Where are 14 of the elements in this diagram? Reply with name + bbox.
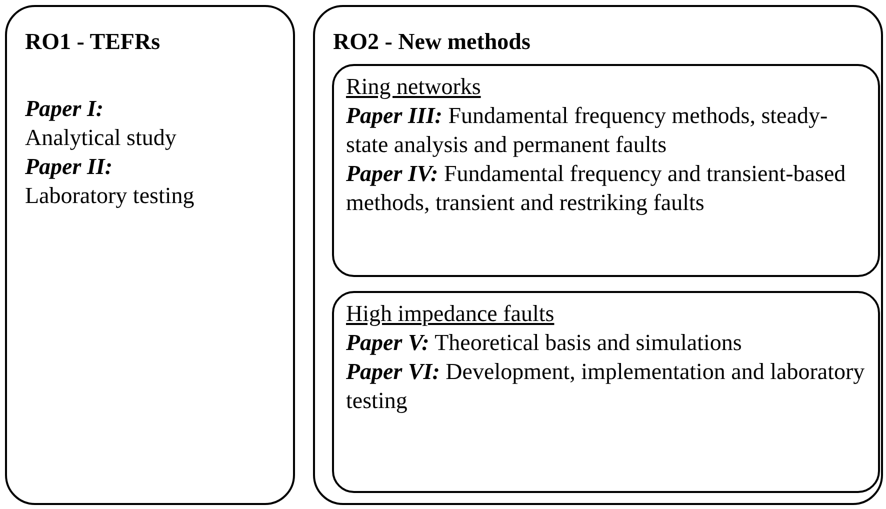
paper-description: Paper III: Fundamental frequency methods, steady-state analysis and permanent faults	[346, 102, 829, 159]
paper-description: Paper II: Laboratory testing	[25, 153, 196, 210]
panel-heading: RO1 - TEFRs	[25, 28, 160, 56]
paper-description: Paper I: Analytical study	[25, 95, 178, 152]
section-heading: Ring networks	[346, 73, 481, 101]
paper-description: Paper IV: Fundamental frequency and transient-based methods, transient and restriking faults	[346, 160, 847, 217]
section-heading: High impedance faults	[346, 300, 554, 328]
content-box	[332, 64, 880, 277]
group-panel	[313, 5, 883, 505]
panel-heading: RO2 - New methods	[333, 28, 530, 56]
paper-description: Paper V: Theoretical basis and simulations	[346, 329, 743, 357]
content-box	[332, 291, 880, 493]
paper-description: Paper VI: Development, implementation and laboratory testing	[346, 358, 866, 415]
group-panel	[5, 5, 295, 505]
